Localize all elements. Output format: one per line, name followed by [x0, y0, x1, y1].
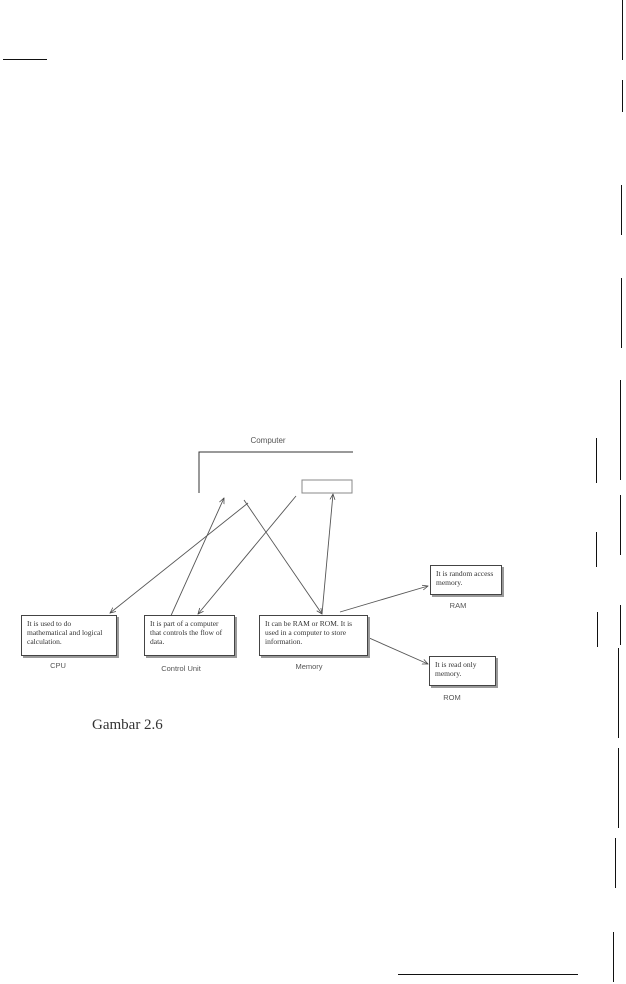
- margin-bar: [596, 438, 597, 483]
- memory-label: Memory: [295, 662, 323, 671]
- rom-box: It is read only memory.: [429, 656, 496, 686]
- ram-label: RAM: [449, 601, 467, 610]
- cpu-box: It is used to do mathematical and logica…: [21, 615, 117, 656]
- margin-bar: [620, 495, 621, 555]
- margin-bar: [597, 612, 598, 647]
- link-root-cu: [198, 495, 297, 614]
- margin-bar: [622, 0, 623, 60]
- control-unit-description: It is part of a computer that controls t…: [150, 619, 223, 646]
- memory-description: It can be RAM or ROM. It is used in a co…: [265, 619, 353, 646]
- margin-bar: [618, 748, 619, 828]
- cpu-label: CPU: [50, 661, 66, 670]
- margin-bar: [613, 932, 614, 982]
- margin-bar: [622, 80, 623, 112]
- link-memory-ram: [339, 586, 428, 613]
- margin-bar: [620, 380, 621, 480]
- link-memory-root: [321, 494, 333, 615]
- top-left-rule: [3, 59, 47, 60]
- root-frame: [198, 451, 353, 494]
- link-root-memory: [243, 499, 322, 614]
- margin-bar: [620, 605, 621, 645]
- rom-description: It is read only memory.: [435, 660, 477, 678]
- figure-caption: Gambar 2.6: [92, 717, 163, 733]
- margin-bar: [621, 185, 622, 235]
- control-unit-label: Control Unit: [161, 664, 201, 673]
- cpu-description: It is used to do mathematical and logica…: [27, 619, 103, 646]
- rom-label: ROM: [443, 693, 461, 702]
- margin-bar: [621, 278, 622, 348]
- margin-bar: [618, 648, 619, 738]
- control-unit-box: It is part of a computer that controls t…: [144, 615, 235, 656]
- ram-box: It is random access memory.: [430, 565, 502, 595]
- memory-box: It can be RAM or ROM. It is used in a co…: [259, 615, 368, 656]
- margin-bar: [596, 532, 597, 567]
- bottom-right-rule: [398, 974, 578, 975]
- margin-bar: [615, 838, 616, 888]
- ram-description: It is random access memory.: [436, 569, 494, 587]
- link-root-cpu: [110, 502, 249, 613]
- root-label: Computer: [250, 436, 286, 445]
